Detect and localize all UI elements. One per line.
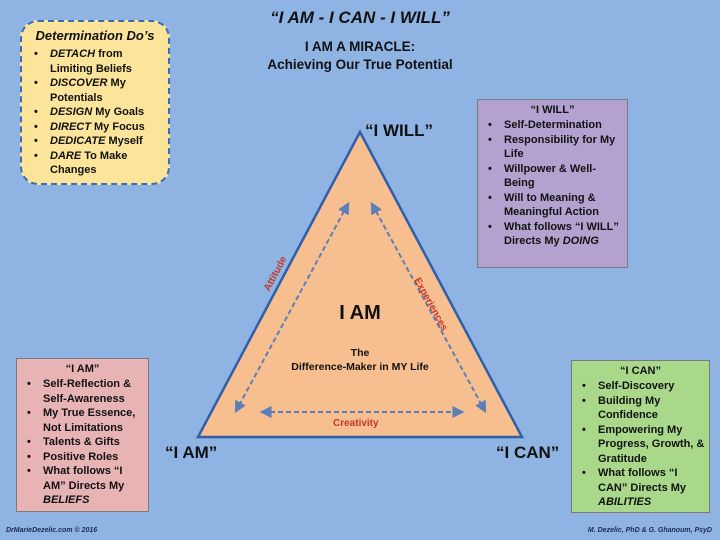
dos-item: DISCOVER My Potentials xyxy=(28,76,162,105)
list-item-text: What follows “I CAN” Directs My xyxy=(598,467,687,494)
i-will-heading: “I WILL” xyxy=(530,104,575,116)
footer-authors: M. Dezelic, PhD & G. Ghanoum, PsyD xyxy=(587,527,712,534)
list-item: Self-Reflection & Self-Awareness xyxy=(21,377,144,406)
dos-heading: Determination Do’s xyxy=(35,28,155,43)
i-can-list: Self-Discovery Building My Confidence Em… xyxy=(576,379,705,510)
dos-item-emphasis: DEDICATE xyxy=(50,135,106,147)
dos-item-text: My Goals xyxy=(92,106,145,118)
i-can-box: “I CAN” Self-Discovery Building My Confi… xyxy=(571,360,710,513)
center-caption: The Difference-Maker in MY Life xyxy=(260,346,460,374)
dos-item-emphasis: DESIGN xyxy=(50,106,93,118)
dos-item-text: To Make Changes xyxy=(50,149,128,177)
i-am-box: “I AM” Self-Reflection & Self-Awareness … xyxy=(16,358,149,512)
subtitle-line-1: I AM A MIRACLE: xyxy=(304,39,416,54)
list-item-emphasis: DOING xyxy=(562,235,599,247)
center-caption-line-2: Difference-Maker in MY Life xyxy=(291,361,429,373)
list-item: Building My Confidence xyxy=(576,394,705,423)
dos-item-emphasis: DISCOVER xyxy=(50,77,108,89)
list-item-emphasis: BELIEFS xyxy=(43,494,90,506)
list-item: My True Essence, Not Limitations xyxy=(21,406,144,435)
attitude-arrow xyxy=(234,201,350,414)
dos-item-emphasis: DIRECT xyxy=(50,120,91,133)
dos-list: DETACH from Limiting Beliefs DISCOVER My… xyxy=(28,47,162,178)
list-item: Self-Determination xyxy=(482,118,623,133)
subtitle: I AM A MIRACLE: Achieving Our True Poten… xyxy=(0,38,720,74)
i-can-vertex-label: “I CAN” xyxy=(496,443,560,462)
footer-copyright: DrMarieDezelic.com © 2016 xyxy=(6,527,98,534)
center-caption-line-1: The xyxy=(350,347,370,359)
list-item: What follows “I CAN” Directs My ABILITIE… xyxy=(576,466,705,510)
list-item: Self-Discovery xyxy=(576,379,705,394)
dos-item-text: My Focus xyxy=(90,120,145,133)
dos-item: DARE To Make Changes xyxy=(28,149,162,178)
dos-item-emphasis: DARE xyxy=(50,149,82,162)
list-item: Responsibility for My Life xyxy=(482,133,623,162)
i-am-vertex-label: “I AM” xyxy=(165,443,218,462)
list-item: What follows “I WILL” Directs My DOING xyxy=(482,220,623,249)
list-item: Empowering My Progress, Growth, & Gratit… xyxy=(576,423,705,467)
i-will-list: Self-Determination Responsibility for My… xyxy=(482,118,623,249)
list-item-text: What follows “I WILL” Directs My xyxy=(504,220,619,248)
subtitle-line-2: Achieving Our True Potential xyxy=(267,57,453,72)
list-item: Positive Roles xyxy=(21,450,144,465)
dos-item: DEDICATE Myself xyxy=(28,134,162,149)
i-will-box: “I WILL” Self-Determination Responsibili… xyxy=(477,99,628,268)
dos-item-text: Myself xyxy=(105,135,143,147)
creativity-label: Creativity xyxy=(333,418,379,429)
experiences-arrow xyxy=(370,201,487,414)
list-item: Willpower & Well-Being xyxy=(482,162,623,191)
determination-dos-box: Determination Do’s DETACH from Limiting … xyxy=(20,20,170,185)
i-am-heading: “I AM” xyxy=(65,363,100,375)
i-can-heading: “I CAN” xyxy=(620,365,661,377)
list-item: What follows “I AM” Directs My BELIEFS xyxy=(21,464,144,508)
i-am-list: Self-Reflection & Self-Awareness My True… xyxy=(21,377,144,508)
dos-item-text: from Limiting Beliefs xyxy=(50,48,132,75)
dos-item: DESIGN My Goals xyxy=(28,105,162,120)
i-will-vertex-label: “I WILL” xyxy=(365,121,433,140)
list-item-text: What follows “I AM” Directs My xyxy=(43,465,125,492)
list-item: Will to Meaning & Meaningful Action xyxy=(482,191,623,220)
dos-item: DETACH from Limiting Beliefs xyxy=(28,47,162,76)
list-item-emphasis: ABILITIES xyxy=(598,496,652,508)
dos-item-text: My Potentials xyxy=(50,77,126,104)
dos-item: DIRECT My Focus xyxy=(28,120,162,135)
page-title: “I AM - I CAN - I WILL” xyxy=(270,8,450,27)
list-item: Talents & Gifts xyxy=(21,435,144,450)
center-title: I AM xyxy=(339,302,381,324)
dos-item-emphasis: DETACH xyxy=(50,48,96,60)
